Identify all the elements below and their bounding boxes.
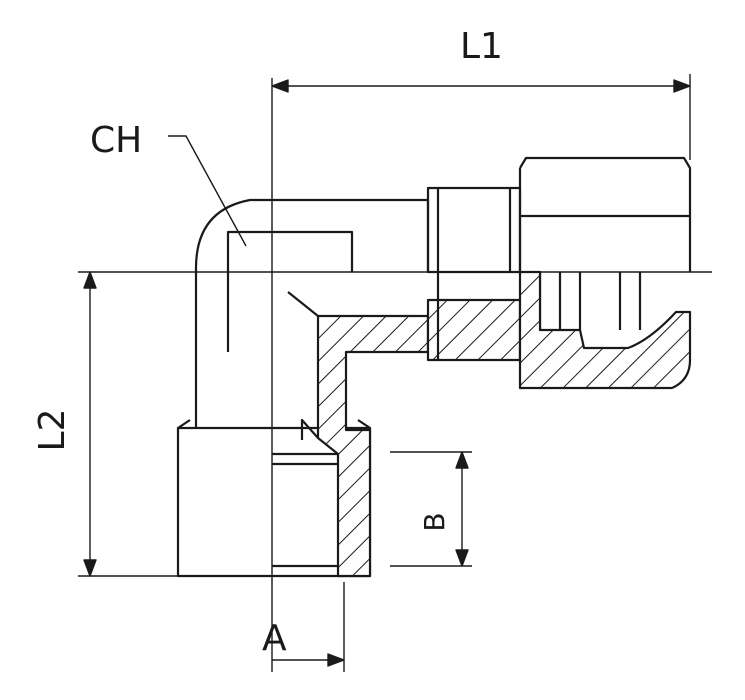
hex-flat — [226, 230, 354, 352]
label-ch: CH — [90, 120, 142, 161]
inner-bore — [287, 291, 319, 440]
label-b: B — [418, 512, 451, 531]
label-a: A — [262, 618, 287, 659]
dimension-l2 — [78, 271, 178, 577]
label-l1: L1 — [460, 26, 503, 67]
tube-stub — [426, 186, 522, 274]
elbow-section-hatch — [316, 314, 430, 578]
dimension-b — [390, 451, 472, 567]
dimension-a — [271, 582, 345, 672]
hex-nut — [518, 156, 692, 330]
hex-nut-section — [518, 270, 692, 390]
ch-leader — [168, 135, 247, 247]
tube-stub-section — [426, 298, 522, 362]
dimension-l1 — [271, 74, 691, 160]
elbow-body-outline — [194, 198, 430, 428]
label-l2: L2 — [32, 409, 73, 452]
